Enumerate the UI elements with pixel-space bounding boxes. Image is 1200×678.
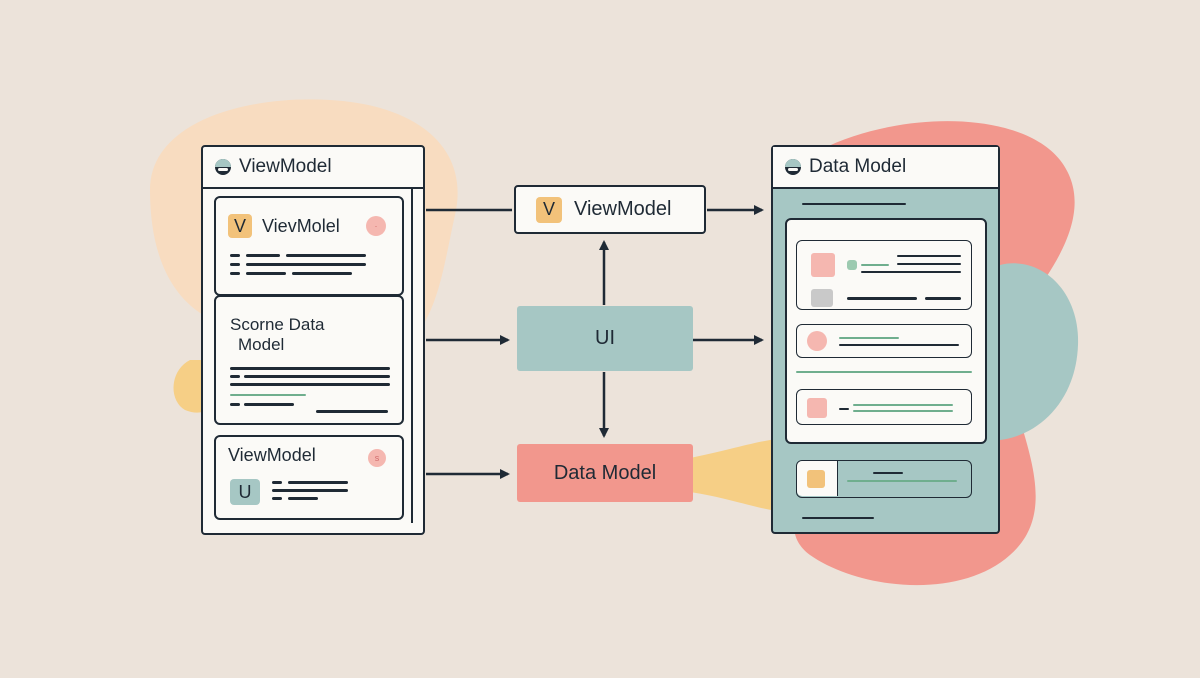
u-chip: U: [230, 479, 260, 505]
text-line-green: [230, 394, 306, 396]
left-window-scrollbar[interactable]: [411, 188, 413, 523]
text-line: [839, 408, 849, 410]
text-line: [897, 255, 961, 257]
text-line: [246, 263, 366, 266]
pin-icon: [807, 331, 827, 351]
text-line: [292, 272, 352, 275]
pink-status-dot: ·: [366, 216, 386, 236]
center-ui-node[interactable]: UI: [517, 306, 693, 371]
file-icon: [811, 289, 833, 307]
text-line: [316, 410, 388, 413]
text-line: [272, 481, 282, 484]
text-line-green: [839, 337, 899, 339]
refresh-icon: [807, 398, 827, 418]
text-line: [230, 375, 240, 378]
teal-blob: [1000, 263, 1079, 440]
text-line: [244, 375, 390, 378]
center-viewmodel-label: ViewModel: [574, 198, 672, 220]
text-line: [861, 271, 961, 273]
text-line-green: [796, 371, 972, 373]
text-line: [272, 489, 348, 492]
text-line: [873, 472, 903, 474]
right-list-card-3[interactable]: [796, 389, 972, 425]
text-line: [246, 254, 280, 257]
text-line: [272, 497, 282, 500]
left-card3-label: ViewModel: [228, 445, 316, 465]
text-line: [288, 497, 318, 500]
left-card2-label-line1: Scorne Data: [230, 315, 325, 334]
text-line: [802, 203, 906, 205]
left-card-viewmodel[interactable]: V VievMolel ·: [214, 196, 404, 296]
text-line-green: [847, 480, 957, 482]
center-ui-label: UI: [595, 327, 615, 349]
text-line: [802, 517, 874, 519]
yellow-blob-right: [690, 438, 785, 512]
grid-icon: [811, 253, 835, 277]
center-data-model-node[interactable]: Data Model: [517, 444, 693, 502]
text-line: [288, 481, 348, 484]
globe-icon: [215, 159, 231, 175]
card-icon-slot: [797, 461, 838, 496]
text-line: [230, 263, 240, 266]
center-viewmodel-node[interactable]: V ViewModel: [514, 185, 706, 234]
text-line: [244, 403, 294, 406]
text-line: [230, 272, 240, 275]
left-window-title: ViewModel: [239, 156, 332, 177]
text-line: [230, 254, 240, 257]
left-window-titlebar: ViewModel: [203, 147, 423, 189]
left-card-data-model[interactable]: Scorne Data Model: [214, 295, 404, 425]
right-list-card-1[interactable]: [796, 240, 972, 310]
text-line-green: [853, 410, 953, 412]
text-line: [230, 403, 240, 406]
v-chip: V: [228, 214, 252, 238]
image-icon: [847, 260, 857, 270]
text-line: [286, 254, 366, 257]
text-line-green: [853, 404, 953, 406]
right-window-titlebar: Data Model: [773, 147, 998, 189]
center-data-model-label: Data Model: [553, 461, 657, 484]
left-card1-label: VievMolel: [262, 216, 340, 236]
v-chip: V: [536, 196, 562, 223]
text-line: [925, 297, 961, 300]
text-line: [897, 263, 961, 265]
text-line: [839, 344, 959, 346]
tag-icon: [807, 470, 825, 488]
text-line-green: [861, 264, 889, 266]
pink-badge: s: [368, 449, 386, 467]
text-line: [847, 297, 917, 300]
left-card-viewmodel-2[interactable]: ViewModel s U: [214, 435, 404, 520]
right-list-card-2[interactable]: [796, 324, 972, 358]
right-list-card-4[interactable]: [796, 460, 972, 498]
text-line: [230, 367, 390, 370]
globe-icon: [785, 159, 801, 175]
left-card2-label-line2: Model: [238, 335, 285, 354]
text-line: [230, 383, 390, 386]
text-line: [246, 272, 286, 275]
right-window-title: Data Model: [809, 156, 907, 177]
